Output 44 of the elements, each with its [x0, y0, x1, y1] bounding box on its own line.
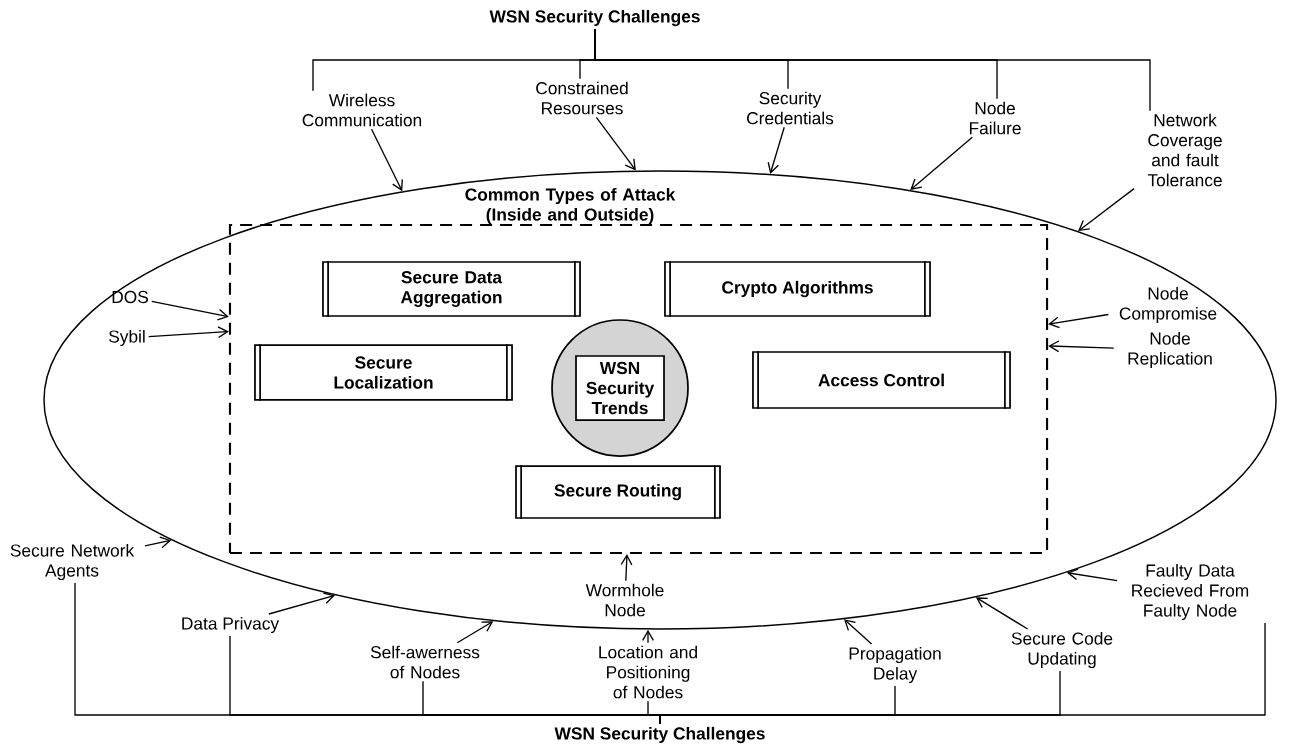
dashed-frame [228, 223, 1049, 555]
arrow [148, 326, 229, 339]
arrow [844, 619, 873, 645]
arrow [268, 592, 336, 615]
attack-label: Wormhole Node [585, 583, 664, 617]
connector-line [594, 28, 1151, 112]
challenge-label: Propagation Delay [849, 646, 941, 684]
trend-box: Secure Routing [515, 464, 721, 520]
arrow [975, 597, 1029, 630]
arrow [1078, 187, 1135, 232]
arrow [1066, 568, 1118, 582]
challenge-label: Security Credentials [747, 91, 834, 125]
connector-line [659, 622, 1266, 725]
arrow [370, 128, 403, 192]
arrow [767, 126, 785, 174]
arrow [144, 536, 172, 549]
attack-label: Node Compromise [1119, 286, 1217, 324]
challenge-label: Data Privacy [182, 616, 280, 634]
arrow [456, 621, 494, 644]
challenge-label: Faulty Data Recieved From Faulty Node [1132, 563, 1249, 621]
challenge-label: Network Coverage and fault Tolerance [1147, 113, 1222, 187]
trend-box: Secure Localization [254, 343, 513, 402]
arrow [1048, 340, 1115, 353]
attack-label: Sybil [109, 329, 145, 347]
arrow [595, 116, 636, 171]
arrow [620, 554, 633, 582]
attack-label: Node Replication [1128, 331, 1212, 369]
arrow [151, 300, 229, 321]
attack-label: DOS [112, 290, 148, 304]
challenge-label: Node Failure [969, 101, 1021, 135]
trend-box: Crypto Algorithms [664, 260, 931, 318]
challenge-label: Constrained Resourses [536, 81, 628, 115]
challenge-label: Self-awerness of Nodes [370, 645, 480, 679]
trend-box: Access Control [752, 350, 1011, 410]
arrow [642, 629, 654, 644]
challenge-label: Secure Network Agents [10, 543, 135, 581]
challenge-label: Location and Positioning of Nodes [599, 645, 697, 699]
heading: WSN Security Challenges [489, 9, 700, 27]
arrow [910, 136, 973, 191]
challenge-label: Secure Code Updating [1011, 631, 1113, 669]
challenge-label: Wireless Communication [302, 93, 422, 127]
trend-box: Secure Data Aggregation [322, 260, 581, 318]
heading: WSN Security Challenges [554, 726, 765, 744]
arrow [1048, 313, 1110, 329]
